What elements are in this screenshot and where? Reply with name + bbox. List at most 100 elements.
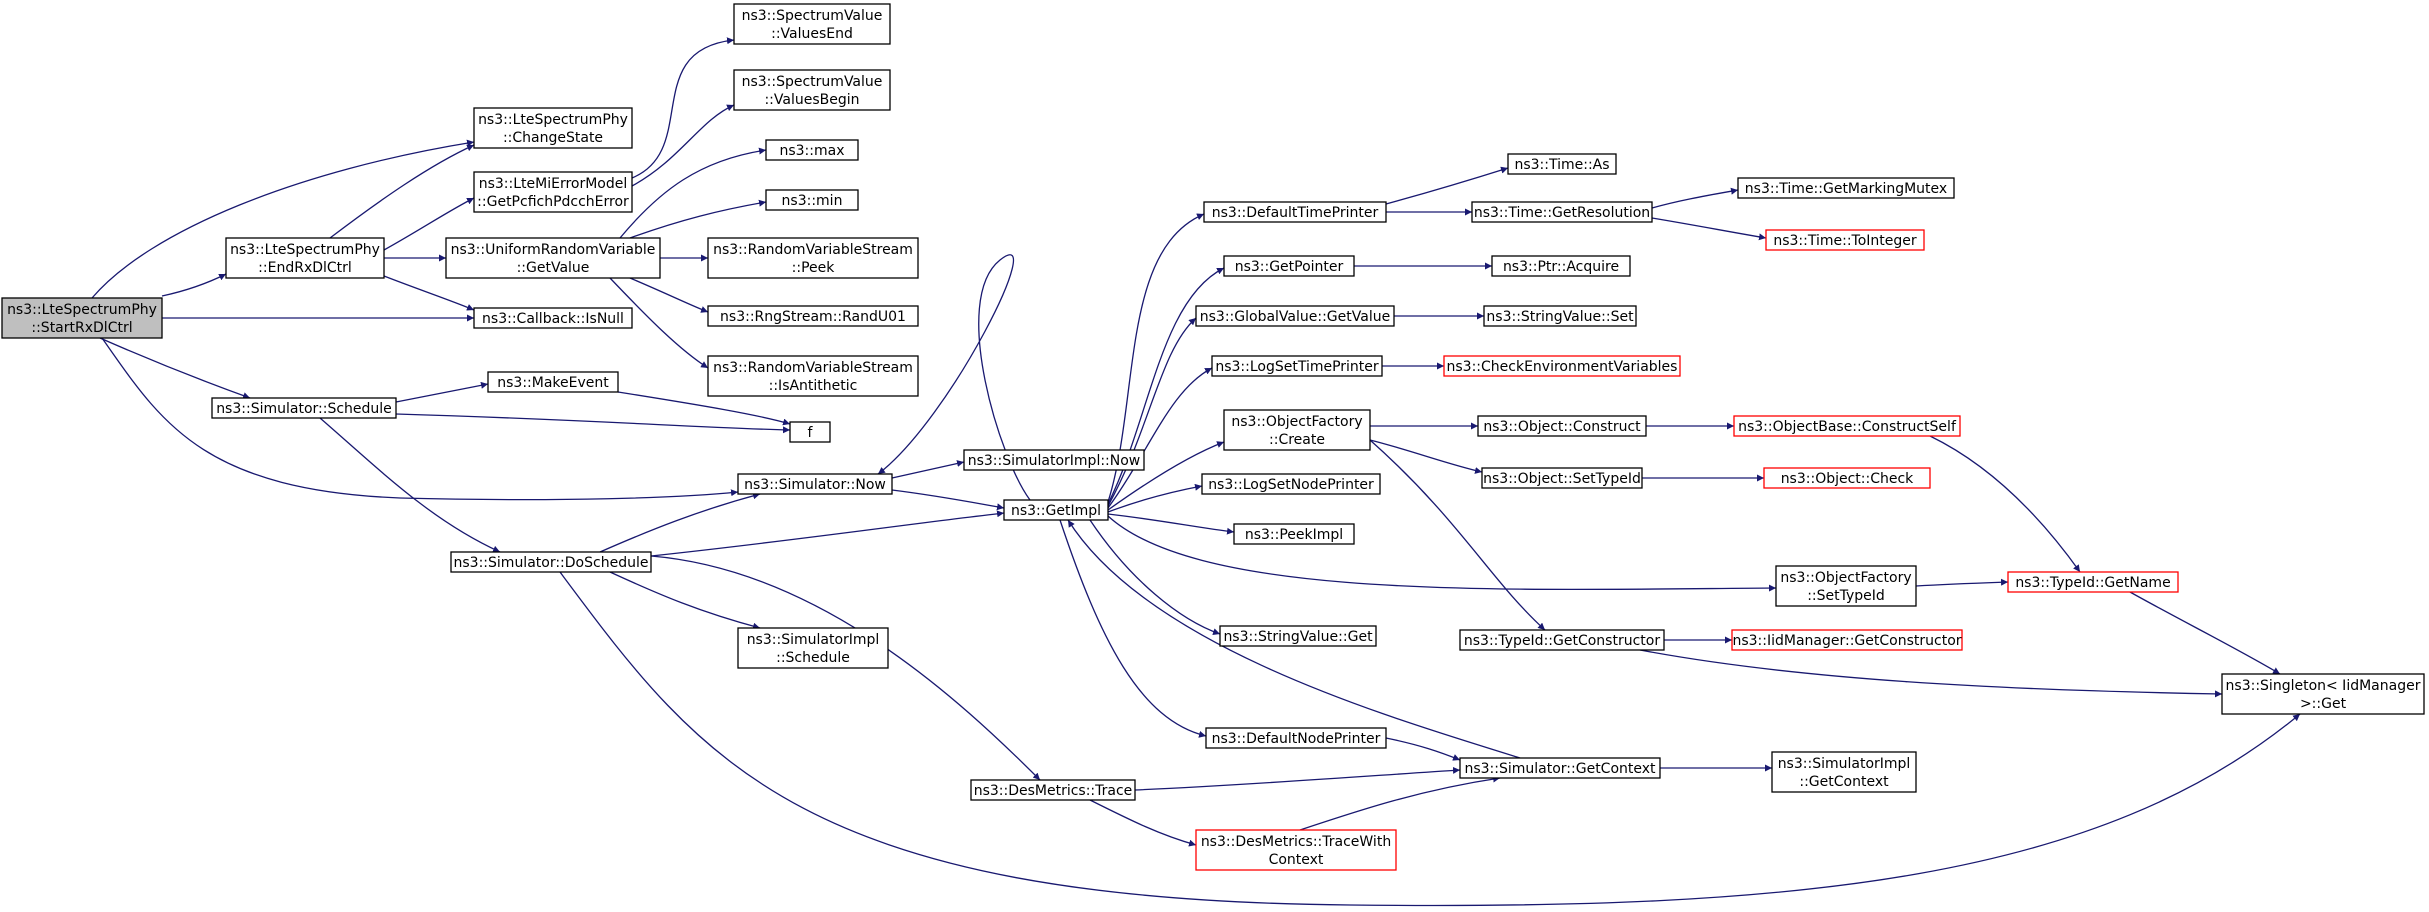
edge-line [619, 147, 767, 239]
node-endrx[interactable]: ns3::LteSpectrumPhy::EndRxDlCtrl [225, 237, 385, 279]
node-label: ns3::Ptr::Acquire [1503, 259, 1619, 275]
node-doschedule[interactable]: ns3::Simulator::DoSchedule [450, 551, 652, 573]
edge-getimpl-to-ofsettid [1107, 515, 1777, 592]
edge-simnow-to-simimplnow [891, 460, 965, 479]
node-makeevent[interactable]: ns3::MakeEvent [487, 371, 619, 393]
node-getres[interactable]: ns3::Time::GetResolution [1471, 201, 1653, 223]
node-randu01[interactable]: ns3::RngStream::RandU01 [707, 305, 919, 327]
node-objcheck[interactable]: ns3::Object::Check [1763, 467, 1931, 489]
node-schedule[interactable]: ns3::Simulator::Schedule [211, 397, 397, 419]
edge-endrx-to-changestate [329, 144, 475, 239]
edge-line [891, 489, 1005, 511]
node-label: ns3::SimulatorImpl [747, 632, 880, 648]
edge-line [1651, 187, 1739, 209]
edge-line [161, 273, 227, 297]
node-isnull[interactable]: ns3::Callback::IsNull [473, 307, 633, 329]
node-label: ns3::Object::SetTypeId [1483, 471, 1641, 487]
node-antithetic[interactable]: ns3::RandomVariableStream::IsAntithetic [707, 355, 919, 397]
node-label: >::Get [2300, 696, 2347, 712]
edge-root-to-schedule [99, 337, 251, 399]
node-markmutex[interactable]: ns3::Time::GetMarkingMutex [1737, 177, 1955, 199]
node-root[interactable]: ns3::LteSpectrumPhy::StartRxDlCtrl [1, 297, 163, 339]
node-svset[interactable]: ns3::StringValue::Set [1483, 305, 1637, 327]
node-label: ns3::SimulatorImpl [1778, 756, 1911, 772]
node-box [1223, 255, 1355, 277]
edge-urvget-to-max [619, 147, 767, 239]
node-tidgetctor[interactable]: ns3::TypeId::GetConstructor [1459, 629, 1665, 651]
edge-line [1369, 439, 1546, 631]
node-box [1223, 409, 1371, 451]
node-min[interactable]: ns3::min [765, 189, 859, 211]
node-label: ns3::Object::Check [1781, 471, 1914, 487]
node-constructself[interactable]: ns3::ObjectBase::ConstructSelf [1733, 415, 1961, 437]
node-ptracq[interactable]: ns3::Ptr::Acquire [1491, 255, 1631, 277]
node-objsettid[interactable]: ns3::Object::SetTypeId [1481, 467, 1643, 489]
node-tidgetname[interactable]: ns3::TypeId::GetName [2007, 571, 2179, 593]
edge-line [1089, 519, 1221, 635]
edge-line [329, 144, 475, 239]
node-ofsettid[interactable]: ns3::ObjectFactory::SetTypeId [1775, 565, 1917, 607]
node-label: ::GetContext [1799, 774, 1889, 790]
node-valend[interactable]: ns3::SpectrumValue::ValuesEnd [733, 3, 891, 45]
node-timeas[interactable]: ns3::Time::As [1507, 153, 1617, 175]
node-label: ns3::RandomVariableStream [713, 242, 913, 258]
edge-tracewith-to-simgetctx [1299, 775, 1501, 831]
node-pcfich[interactable]: ns3::LteMiErrorModel::GetPcfichPdcchErro… [473, 171, 633, 213]
edge-schedule-to-doschedule [319, 417, 501, 553]
node-label: ns3::SimulatorImpl::Now [968, 453, 1141, 469]
node-box [1459, 629, 1665, 651]
node-changestate[interactable]: ns3::LteSpectrumPhy::ChangeState [473, 107, 633, 149]
node-simgetctx[interactable]: ns3::Simulator::GetContext [1459, 757, 1661, 779]
edge-doschedule-to-simnow [599, 492, 761, 553]
node-getpointer[interactable]: ns3::GetPointer [1223, 255, 1355, 277]
node-ofcreate[interactable]: ns3::ObjectFactory::Create [1223, 409, 1371, 451]
node-label: ::StartRxDlCtrl [31, 320, 132, 336]
edge-urvget-to-randu01 [629, 277, 709, 313]
edge-line [559, 571, 2301, 907]
node-label: ns3::CheckEnvironmentVariables [1447, 359, 1678, 375]
node-label: ns3::LteSpectrumPhy [478, 112, 628, 128]
edge-root-to-changestate [91, 139, 475, 299]
node-peek[interactable]: ns3::RandomVariableStream::Peek [707, 237, 919, 279]
node-defnode[interactable]: ns3::DefaultNodePrinter [1205, 727, 1387, 749]
node-urvget[interactable]: ns3::UniformRandomVariable::GetValue [445, 237, 661, 279]
node-box [963, 449, 1145, 471]
node-trace[interactable]: ns3::DesMetrics::Trace [970, 779, 1136, 801]
node-label: Context [1269, 852, 1324, 868]
node-label: ns3::RandomVariableStream [713, 360, 913, 376]
node-tointeger[interactable]: ns3::Time::ToInteger [1765, 229, 1925, 251]
node-label: ns3::MakeEvent [497, 375, 609, 391]
node-simimplnow[interactable]: ns3::SimulatorImpl::Now [963, 449, 1145, 471]
node-f[interactable]: f [789, 421, 831, 443]
node-svget[interactable]: ns3::StringValue::Get [1219, 625, 1377, 647]
node-box [473, 107, 633, 149]
edge-root-to-simnow [101, 337, 739, 501]
node-box [1, 297, 163, 339]
node-simnow[interactable]: ns3::Simulator::Now [737, 473, 893, 495]
node-gvget[interactable]: ns3::GlobalValue::GetValue [1195, 305, 1395, 327]
edge-line [1059, 519, 1207, 738]
node-getimpl[interactable]: ns3::GetImpl [1003, 499, 1109, 521]
node-logsetnode[interactable]: ns3::LogSetNodePrinter [1201, 473, 1381, 495]
node-label: ::Create [1269, 432, 1325, 448]
node-checkenv[interactable]: ns3::CheckEnvironmentVariables [1443, 355, 1681, 377]
node-box [1481, 467, 1643, 489]
edge-getimpl-to-simnow [877, 254, 1031, 501]
node-label: ns3::LogSetTimePrinter [1215, 359, 1379, 375]
node-simimplsched[interactable]: ns3::SimulatorImpl::Schedule [737, 627, 889, 669]
node-peekimpl[interactable]: ns3::PeekImpl [1233, 523, 1355, 545]
node-label: ns3::DefaultNodePrinter [1212, 731, 1381, 747]
node-implctx[interactable]: ns3::SimulatorImpl::GetContext [1771, 751, 1917, 793]
edge-line [1107, 513, 1235, 535]
node-valbegin[interactable]: ns3::SpectrumValue::ValuesBegin [733, 69, 891, 111]
node-box [473, 171, 633, 213]
node-objconstruct[interactable]: ns3::Object::Construct [1477, 415, 1647, 437]
node-singleton[interactable]: ns3::Singleton< IidManager>::Get [2221, 673, 2425, 715]
node-max[interactable]: ns3::max [765, 139, 859, 161]
node-iidgetctor[interactable]: ns3::IidManager::GetConstructor [1731, 629, 1963, 651]
node-box [1737, 177, 1955, 199]
node-logsettime[interactable]: ns3::LogSetTimePrinter [1211, 355, 1383, 377]
edge-line [91, 139, 475, 299]
node-deftime[interactable]: ns3::DefaultTimePrinter [1203, 201, 1387, 223]
